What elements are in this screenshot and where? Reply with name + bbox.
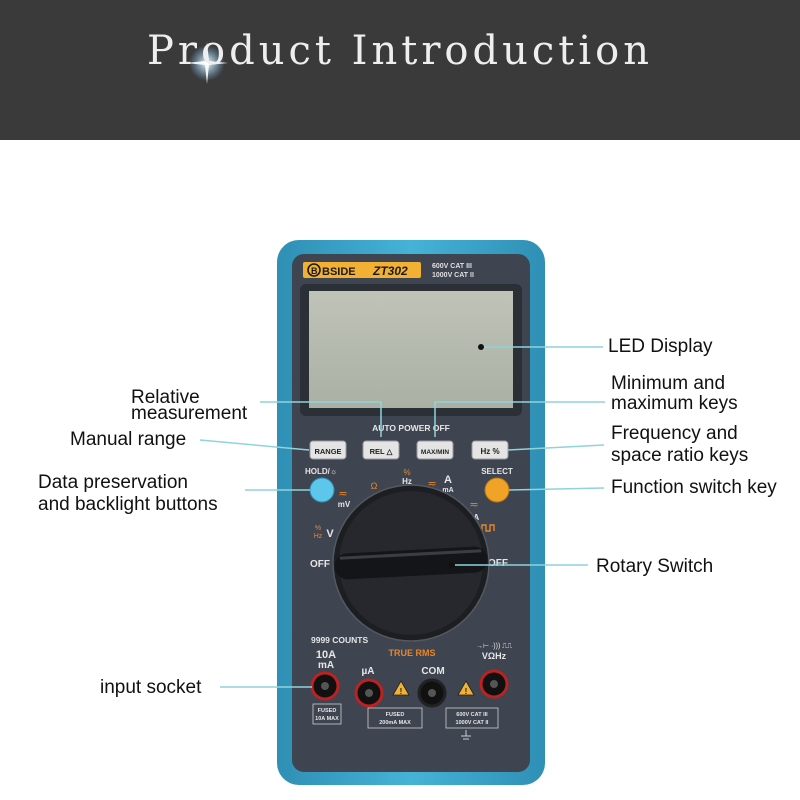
- svg-text:!: !: [400, 687, 403, 696]
- off-label-right: OFF: [488, 558, 508, 569]
- leader-lines: [199, 346, 605, 688]
- range-button[interactable]: RANGE: [309, 440, 347, 460]
- rating-line-2: 1000V CAT II: [432, 272, 474, 279]
- svg-text:FUSED: FUSED: [318, 708, 337, 714]
- svg-text:Hz: Hz: [314, 533, 323, 540]
- socket-ua[interactable]: [354, 678, 384, 708]
- dial-label-ohm: Ω: [371, 481, 378, 491]
- svg-text:REL △: REL △: [370, 447, 394, 456]
- socket-v[interactable]: [479, 669, 509, 699]
- brand-plate: [303, 262, 421, 278]
- svg-text:B: B: [311, 266, 318, 276]
- off-label-left: OFF: [310, 559, 330, 570]
- svg-text:600V CAT III: 600V CAT III: [456, 712, 488, 718]
- label-led-display: LED Display: [608, 336, 713, 357]
- dial-label-mv: mV: [338, 500, 351, 509]
- label-data-pres-1: Data preservation: [38, 472, 188, 493]
- svg-text:Hz %: Hz %: [480, 447, 499, 456]
- model-name: ZT302: [372, 264, 408, 278]
- label-rotary-switch: Rotary Switch: [596, 556, 714, 577]
- banner-title: Product Introduction: [147, 28, 653, 74]
- svg-text:%: %: [403, 468, 410, 477]
- counts-label: 9999 COUNTS: [311, 635, 368, 645]
- socket-10a-label: 10A: [316, 649, 336, 661]
- svg-text:≂: ≂: [469, 499, 478, 511]
- label-freq-1: Frequency and: [611, 423, 738, 444]
- label-min-max-2: maximum keys: [611, 393, 738, 414]
- label-freq-2: space ratio keys: [611, 445, 749, 466]
- banner: Product Introduction: [0, 0, 800, 140]
- svg-text:→⊢ ·))) ⎍⎍: →⊢ ·))) ⎍⎍: [476, 643, 512, 650]
- dial-label-a: A: [444, 474, 452, 486]
- auto-power-off-label: AUTO POWER OFF: [372, 423, 450, 433]
- fused-box-2: [367, 707, 423, 729]
- sparkle-icon: [186, 42, 228, 84]
- svg-text:≂: ≂: [427, 478, 436, 490]
- cat-box: [445, 707, 499, 729]
- socket-com-label: COM: [421, 666, 444, 677]
- true-rms-label: TRUE RMS: [389, 648, 436, 658]
- svg-text:RANGE: RANGE: [314, 447, 341, 456]
- socket-com[interactable]: [417, 678, 447, 708]
- hold-label: HOLD/☼: [305, 467, 337, 476]
- label-relative-2: measurement: [131, 403, 248, 424]
- rating-line-1: 600V CAT III: [432, 263, 472, 270]
- brand-logo-icon: [307, 263, 321, 277]
- label-relative-1: Relative: [131, 387, 200, 408]
- label-min-max-1: Minimum and: [611, 373, 726, 394]
- leader-dots: [449, 344, 484, 568]
- label-data-pres-2: and backlight buttons: [38, 494, 218, 515]
- svg-text:MAX/MIN: MAX/MIN: [421, 449, 449, 456]
- dial-label-hz: Hz: [402, 477, 412, 486]
- svg-text:FUSED: FUSED: [386, 712, 405, 718]
- label-manual-range: Manual range: [70, 429, 187, 450]
- hold-backlight-button[interactable]: [309, 477, 335, 503]
- fused-box-1: [312, 703, 342, 725]
- label-input-socket: input socket: [100, 677, 202, 698]
- lcd-display: [309, 291, 513, 408]
- socket-ua-label: µA: [362, 666, 375, 677]
- label-function-switch: Function switch key: [611, 477, 777, 498]
- svg-text:!: !: [465, 687, 468, 696]
- dial-label-v: V: [326, 528, 334, 540]
- square-wave-icon: [481, 524, 495, 532]
- socket-ma-label: mA: [318, 660, 334, 671]
- hz-percent-button[interactable]: Hz %: [471, 440, 509, 460]
- rotary-switch[interactable]: [332, 484, 490, 642]
- svg-text:200mA MAX: 200mA MAX: [379, 720, 411, 726]
- select-label: SELECT: [481, 467, 513, 476]
- svg-text:≂: ≂: [338, 488, 347, 500]
- select-button[interactable]: [484, 477, 510, 503]
- rel-button[interactable]: REL △: [362, 440, 400, 460]
- socket-10a[interactable]: [310, 671, 340, 701]
- max-min-button[interactable]: MAX/MIN: [416, 440, 454, 460]
- svg-text:%: %: [315, 525, 321, 532]
- svg-text:1000V CAT II: 1000V CAT II: [456, 720, 489, 726]
- warning-icon: [457, 680, 475, 696]
- brand-name: BSIDE: [322, 266, 356, 278]
- svg-text:10A MAX: 10A MAX: [315, 716, 339, 722]
- warning-icon: [392, 680, 410, 696]
- dial-label-ma: mA: [442, 487, 453, 494]
- ground-icon: [461, 730, 471, 740]
- socket-v-label: VΩHz: [482, 651, 507, 661]
